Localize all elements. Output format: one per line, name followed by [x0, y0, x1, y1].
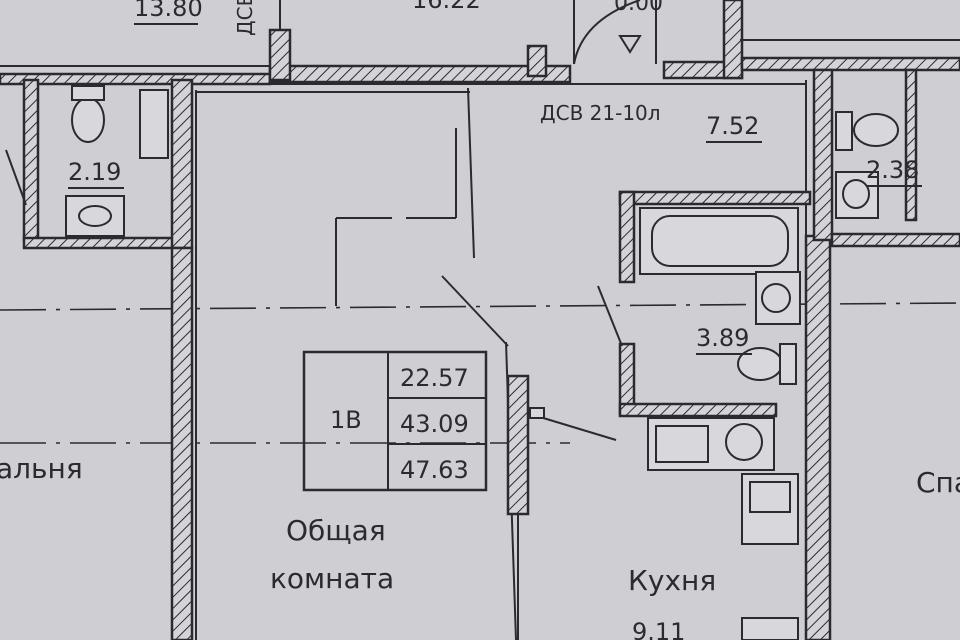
washing-machine-drum-icon [725, 423, 763, 461]
right-bath-area: 2.38 [866, 156, 919, 184]
wall-left-bath-bottom [22, 236, 176, 250]
left-room-fragment: альня [0, 452, 83, 485]
door-label: ДСВ 21-10л [540, 101, 661, 125]
kitchen-name: Кухня [628, 564, 716, 597]
triangle-marker-icon [618, 35, 642, 54]
wall-left-bath-inner [22, 78, 40, 242]
wall-top-center [268, 64, 572, 84]
wall-living-right [506, 374, 530, 516]
living-room-name-2: комната [270, 562, 394, 595]
wall-right-bath-left [812, 68, 834, 242]
wall-far-right-top [740, 56, 960, 72]
right-toilet-icon [853, 113, 899, 147]
door-swing-living [441, 275, 509, 347]
stove-icon [741, 617, 799, 640]
wall-living-left [170, 246, 194, 640]
wall-bath-bottom [618, 402, 778, 418]
apartment-type: 1В [330, 406, 362, 434]
total-area-value: 43.09 [400, 410, 469, 438]
bathtub-basin-icon [651, 215, 789, 267]
toilet-tank-icon [71, 85, 105, 101]
apartment-table-frame [302, 350, 488, 492]
left-bath-area: 2.19 [68, 158, 121, 186]
bath-sink-basin-icon [761, 283, 791, 313]
top-mid-area: 16.22 [412, 0, 481, 14]
bath-area: 3.89 [696, 324, 749, 352]
top-small-area: 0.00 [614, 0, 663, 16]
wall-left-bath-right [170, 78, 194, 250]
wall-top-stub-left [268, 28, 292, 82]
wall-bath-left-upper [618, 190, 636, 284]
washer-panel-icon [655, 425, 709, 463]
kitchen-sink-basin-icon [749, 481, 791, 513]
wall-top-stub-mid [526, 44, 548, 78]
right-room-fragment: Спа [916, 466, 960, 499]
bath-door-swing [597, 285, 623, 347]
toilet-icon [71, 97, 105, 143]
top-left-area: 13.80 [134, 0, 203, 22]
wall-bath-top [618, 190, 812, 206]
closet-line-a [467, 87, 475, 259]
wall-top-right-vert [722, 0, 744, 80]
wall-right-bath-bottom [830, 232, 960, 248]
bath-toilet-tank-icon [779, 343, 797, 385]
wall-kitchen-right [804, 234, 832, 640]
top-vertical-label: ДСВ [233, 0, 257, 36]
living-room-name-1: Общая [286, 514, 386, 547]
right-toilet-tank-icon [835, 111, 853, 151]
bath-toilet-icon [737, 347, 783, 381]
left-bath-door-swing [5, 149, 27, 206]
living-area-value: 22.57 [400, 364, 469, 392]
hall-area: 7.52 [706, 112, 759, 140]
total-with-balcony-value: 47.63 [400, 456, 469, 484]
sink-basin-icon [78, 205, 112, 227]
wall-top-left-upper [0, 72, 272, 86]
right-sink-basin-icon [842, 179, 870, 209]
kitchen-area: 9.11 [632, 618, 685, 640]
door-stop [529, 407, 545, 419]
wall-right-bath-right [904, 68, 918, 222]
door-arc-top [573, 0, 641, 65]
shelf-icon [139, 89, 169, 159]
